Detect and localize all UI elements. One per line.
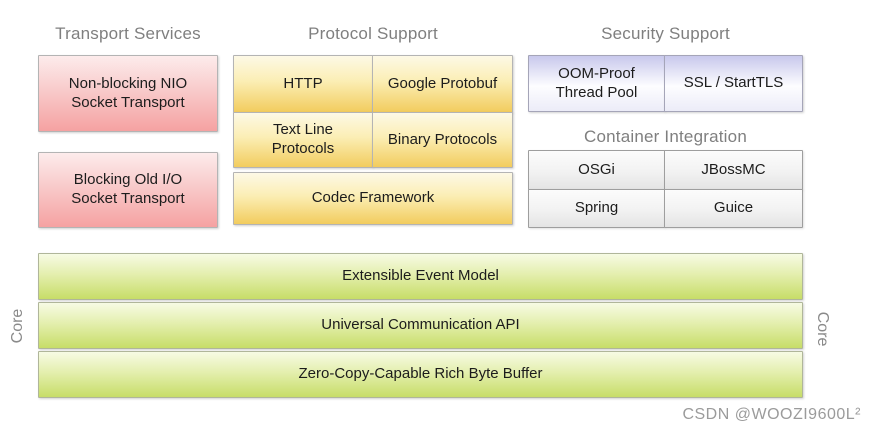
bar-label: Zero-Copy-Capable Rich Byte Buffer bbox=[298, 365, 543, 383]
box-label: Text Line Protocols bbox=[271, 121, 335, 157]
box-nonblocking-nio-socket-transport: Non-blocking NIO Socket Transport bbox=[38, 55, 218, 132]
box-blocking-oio-socket-transport: Blocking Old I/O Socket Transport bbox=[38, 152, 218, 228]
box-label: JBossMC bbox=[701, 160, 766, 178]
box-http: HTTP bbox=[233, 55, 373, 113]
box-label: Codec Framework bbox=[311, 189, 435, 207]
box-label: Blocking Old I/O Socket Transport bbox=[71, 171, 185, 207]
box-label: HTTP bbox=[283, 74, 323, 92]
box-label: OOM-Proof Thread Pool bbox=[555, 64, 638, 101]
box-jbossmc: JBossMC bbox=[664, 150, 803, 190]
section-title-security-support: Security Support bbox=[601, 24, 730, 43]
bar-extensible-event-model: Extensible Event Model bbox=[38, 253, 803, 300]
core-label-left: Core bbox=[9, 308, 26, 344]
box-label: Guice bbox=[713, 199, 754, 217]
box-label: OSGi bbox=[578, 160, 615, 178]
box-ssl-starttls: SSL / StartTLS bbox=[664, 55, 803, 112]
bar-universal-communication-api: Universal Communication API bbox=[38, 302, 803, 349]
bar-label: Extensible Event Model bbox=[342, 267, 499, 285]
box-label: SSL / StartTLS bbox=[683, 74, 784, 92]
box-text-line-protocols: Text Line Protocols bbox=[233, 112, 373, 168]
box-guice: Guice bbox=[664, 189, 803, 228]
core-label-right: Core bbox=[814, 311, 831, 347]
box-label: Binary Protocols bbox=[387, 130, 498, 148]
box-codec-framework: Codec Framework bbox=[233, 172, 513, 225]
bar-label: Universal Communication API bbox=[321, 316, 520, 334]
box-spring: Spring bbox=[528, 189, 665, 228]
box-osgi: OSGi bbox=[528, 150, 665, 190]
bar-zero-copy-rich-byte-buffer: Zero-Copy-Capable Rich Byte Buffer bbox=[38, 351, 803, 398]
box-binary-protocols: Binary Protocols bbox=[372, 112, 513, 168]
section-title-transport-services: Transport Services bbox=[55, 24, 201, 43]
box-label: Google Protobuf bbox=[387, 74, 498, 92]
section-title-protocol-support: Protocol Support bbox=[308, 24, 438, 43]
csdn-watermark: CSDN @WOOZI9600L² bbox=[682, 406, 861, 423]
box-google-protobuf: Google Protobuf bbox=[372, 55, 513, 113]
box-label: Spring bbox=[574, 199, 619, 217]
box-oom-proof-thread-pool: OOM-Proof Thread Pool bbox=[528, 55, 665, 112]
section-title-container-integration: Container Integration bbox=[584, 127, 747, 146]
box-label: Non-blocking NIO Socket Transport bbox=[68, 74, 188, 111]
